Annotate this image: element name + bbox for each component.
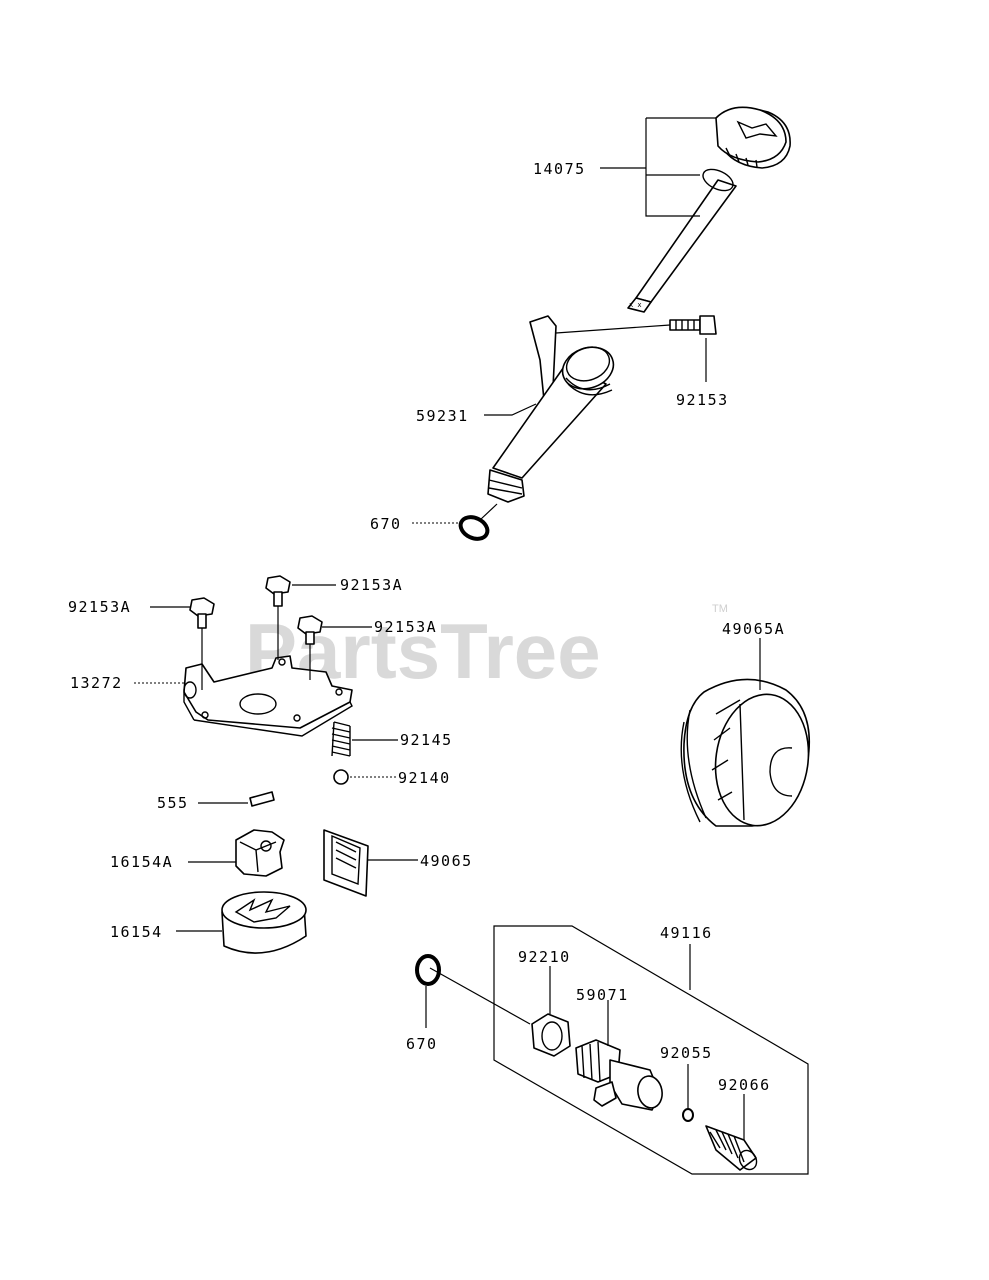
- spring-part-92145[interactable]: [331, 721, 351, 757]
- bolt-part-92153A-center[interactable]: [265, 575, 291, 607]
- callout-92153A: [150, 584, 372, 690]
- part-label-16154[interactable]: 16154: [110, 923, 163, 941]
- watermark-trademark: TM: [712, 603, 728, 615]
- part-label-555[interactable]: 555: [157, 794, 189, 812]
- bolt-part-92153A-left[interactable]: [189, 597, 215, 629]
- part-label-49065[interactable]: 49065: [420, 852, 473, 870]
- part-label-92145[interactable]: 92145: [400, 731, 453, 749]
- screen-part-49065[interactable]: [323, 829, 369, 897]
- part-label-49065A[interactable]: 49065A: [722, 620, 785, 638]
- svg-text:x x: x x: [629, 301, 642, 309]
- part-label-92055[interactable]: 92055: [660, 1044, 713, 1062]
- part-label-59231[interactable]: 59231: [416, 407, 469, 425]
- valve-body-part-59071[interactable]: [575, 1039, 665, 1111]
- callout-670-bottom-link: [429, 967, 531, 1025]
- oil-filter-part-49065A[interactable]: [680, 678, 817, 831]
- part-label-13272[interactable]: 13272: [70, 674, 123, 692]
- bolt-part-92153A-right[interactable]: [297, 615, 323, 645]
- pin-part-555[interactable]: [249, 791, 275, 807]
- part-label-92153A-right[interactable]: 92153A: [374, 618, 437, 636]
- outer-rotor-part-16154[interactable]: [221, 891, 307, 954]
- part-label-59071[interactable]: 59071: [576, 986, 629, 1004]
- o-ring-part-670-bottom[interactable]: [415, 954, 441, 986]
- callout-59231-92153: [484, 324, 707, 416]
- part-label-92140[interactable]: 92140: [398, 769, 451, 787]
- callout-14075: [600, 117, 716, 217]
- callout-670-top-link: [479, 503, 498, 521]
- part-label-92153A-left[interactable]: 92153A: [68, 598, 131, 616]
- inner-rotor-part-16154A[interactable]: [235, 829, 285, 877]
- assembly-box-49116: [493, 925, 809, 1175]
- nut-part-92210[interactable]: [531, 1013, 571, 1057]
- part-label-92210[interactable]: 92210: [518, 948, 571, 966]
- part-label-49116[interactable]: 49116: [660, 924, 713, 942]
- o-ring-part-92055[interactable]: [682, 1108, 694, 1122]
- ball-part-92140[interactable]: [333, 769, 349, 785]
- part-label-14075[interactable]: 14075: [533, 160, 586, 178]
- bolt-part-92153[interactable]: [669, 315, 717, 335]
- part-label-92066[interactable]: 92066: [718, 1076, 771, 1094]
- part-label-670-bottom[interactable]: 670: [406, 1035, 438, 1053]
- part-label-92153[interactable]: 92153: [676, 391, 729, 409]
- filler-tube-part-59231[interactable]: [487, 315, 619, 503]
- o-ring-part-670-top[interactable]: [457, 513, 491, 543]
- part-label-670-top[interactable]: 670: [370, 515, 402, 533]
- dipstick-part-14075[interactable]: x x: [627, 106, 791, 313]
- part-label-92153A-center[interactable]: 92153A: [340, 576, 403, 594]
- plug-part-92066[interactable]: [705, 1125, 760, 1173]
- part-label-16154A[interactable]: 16154A: [110, 853, 173, 871]
